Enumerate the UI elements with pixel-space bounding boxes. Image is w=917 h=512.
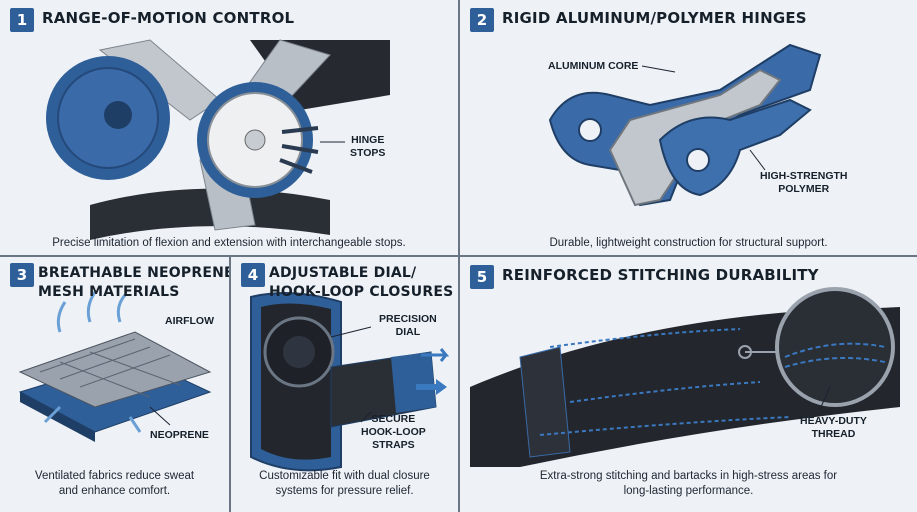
callout-hook-loop-straps: SECURE HOOK-LOOP STRAPS — [361, 413, 426, 451]
panel-range-of-motion: 1 RANGE-OF-MOTION CONTROL HINGE STOPS Pr… — [0, 0, 458, 255]
panel-breathable-materials: 3 BREATHABLE NEOPRENE/ MESH MATERIALS AI… — [0, 257, 229, 512]
panel-caption: Customizable fit with dual closure syste… — [259, 470, 430, 497]
hinge-components-icon — [548, 43, 822, 207]
panel-title: RANGE-OF-MOTION CONTROL — [42, 9, 295, 27]
panel-title: RIGID ALUMINUM/POLYMER HINGES — [502, 9, 807, 27]
panel-caption: Durable, lightweight construction for st… — [549, 237, 828, 249]
panel-title: BREATHABLE NEOPRENE/ MESH MATERIALS — [38, 265, 229, 300]
panel-rigid-hinges: 2 RIGID ALUMINUM/POLYMER HINGES ALUMINUM… — [460, 0, 917, 255]
callout-airflow: AIRFLOW — [165, 315, 214, 327]
callout-hinge-stops: HINGE STOPS — [350, 134, 386, 159]
panel-caption: Precise limitation of flexion and extens… — [52, 237, 406, 249]
callout-neoprene: NEOPRENE — [150, 429, 209, 441]
panel-caption: Extra-strong stitching and bartacks in h… — [539, 470, 838, 497]
stitching-closeup-icon — [470, 287, 900, 467]
callout-heavy-duty-thread: HEAVY-DUTY THREAD — [800, 415, 867, 440]
callout-high-strength-polymer: HIGH-STRENGTH POLYMER — [760, 170, 848, 195]
panel-number: 4 — [241, 263, 265, 287]
panel-reinforced-stitching: 5 REINFORCED STITCHING DURABILITY HEAVY-… — [460, 257, 917, 512]
knee-brace-hinge-icon — [46, 39, 390, 240]
panel-caption: Ventilated fabrics reduce sweat and enha… — [34, 470, 195, 497]
dial-strap-icon — [250, 292, 450, 472]
callout-aluminum-core: ALUMINUM CORE — [548, 60, 639, 72]
panel-title: REINFORCED STITCHING DURABILITY — [502, 266, 819, 284]
divider-vertical-top — [458, 0, 460, 256]
divider-vertical-3-4 — [229, 257, 231, 512]
panel-number: 3 — [10, 263, 34, 287]
panel-number: 5 — [470, 265, 494, 289]
panel-number: 2 — [470, 8, 494, 32]
divider-vertical-4-5 — [458, 257, 460, 512]
panel-title: ADJUSTABLE DIAL/ HOOK-LOOP CLOSURES — [269, 265, 454, 300]
panel-adjustable-closures: 4 ADJUSTABLE DIAL/ HOOK-LOOP CLOSURES PR… — [231, 257, 458, 512]
divider-horizontal — [0, 255, 917, 257]
callout-precision-dial: PRECISION DIAL — [379, 313, 437, 338]
panel-number: 1 — [10, 8, 34, 32]
mesh-layers-icon — [18, 291, 212, 442]
